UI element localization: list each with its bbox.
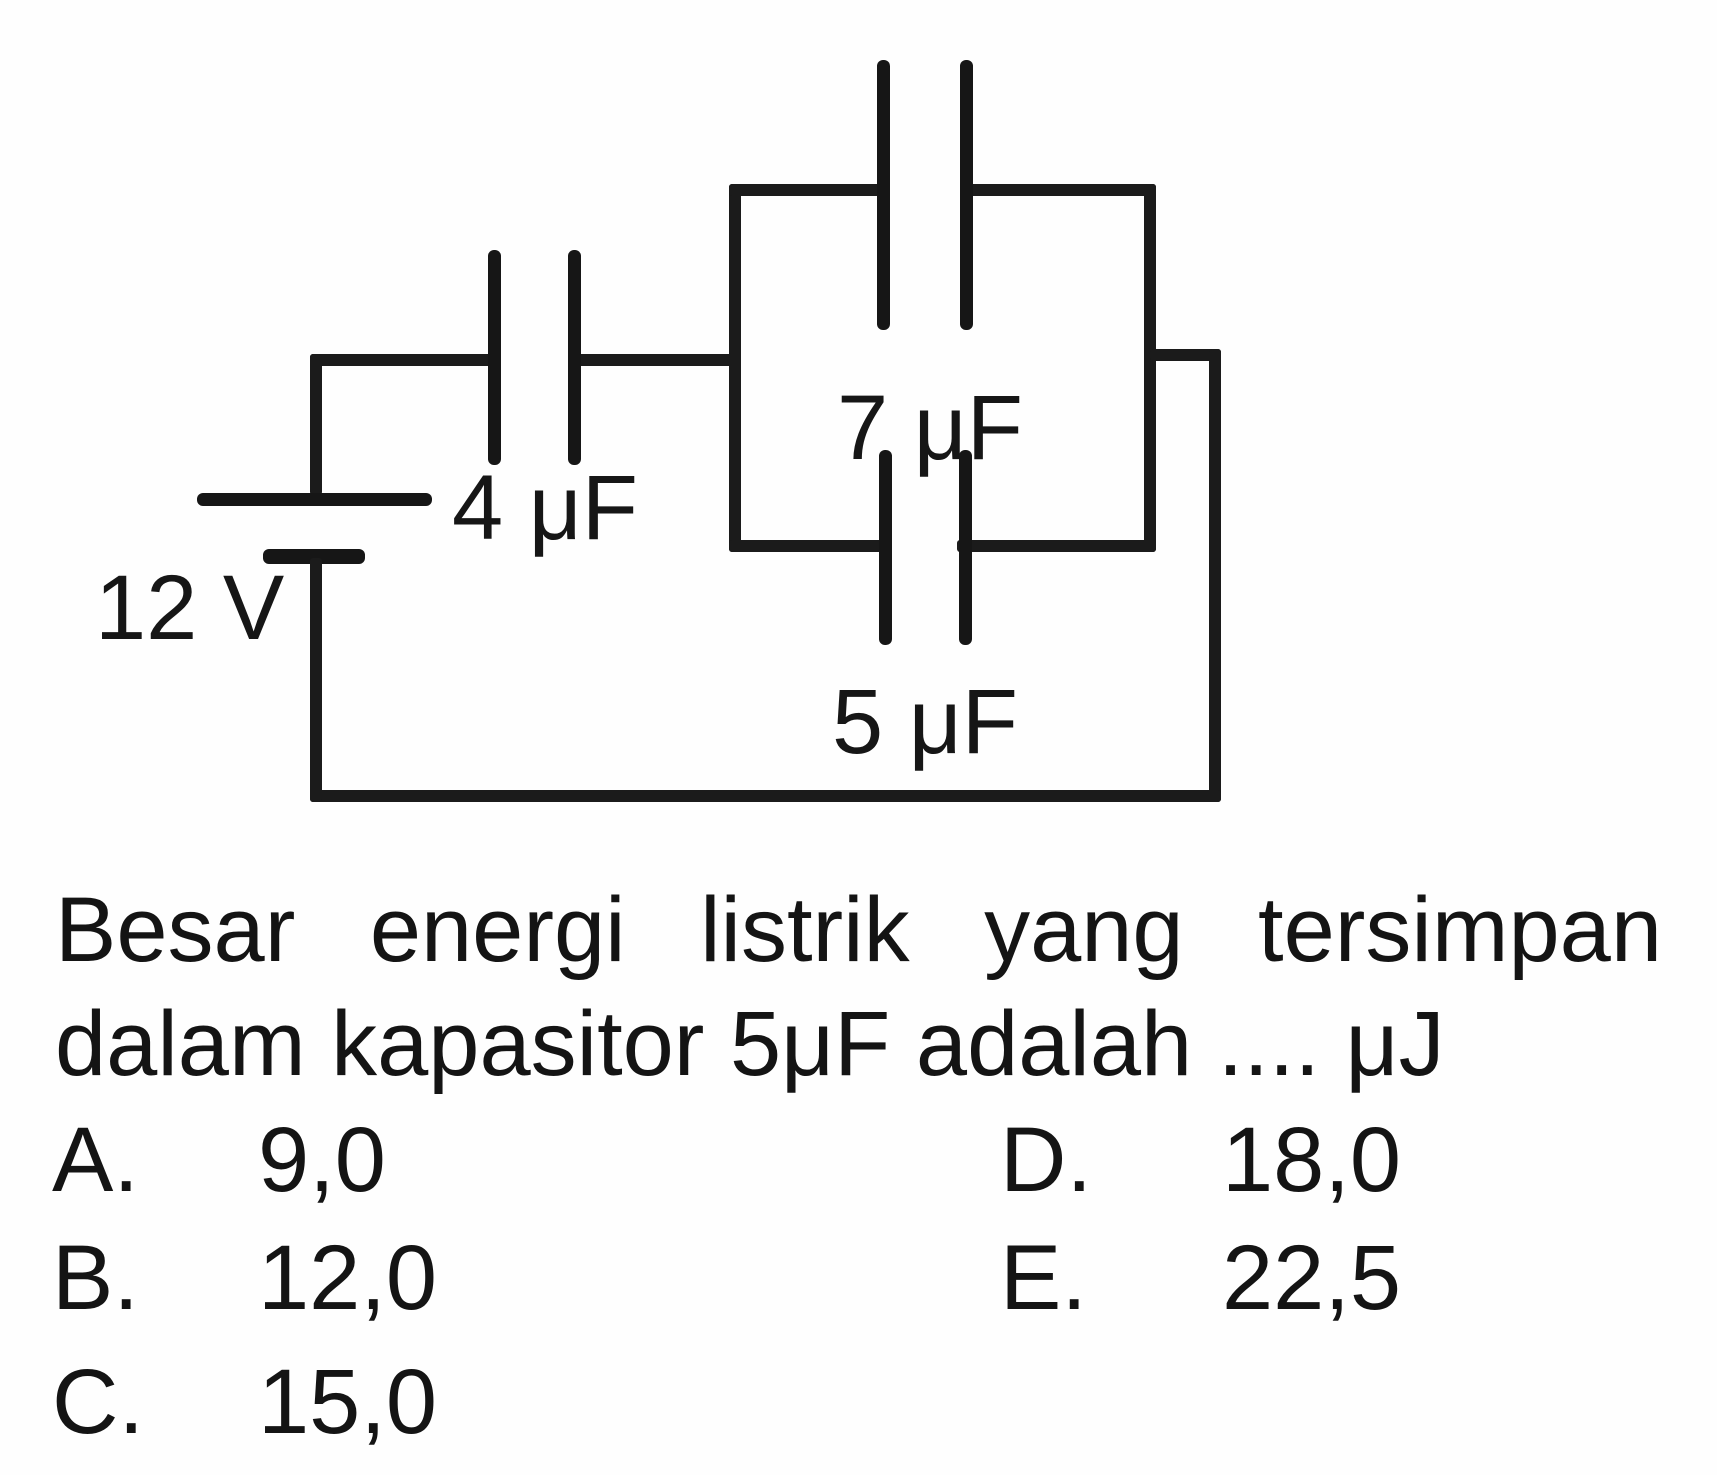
option-d-letter: D. xyxy=(1000,1109,1092,1211)
wire-parallel-right-edge xyxy=(1144,184,1156,552)
option-c-value: 15,0 xyxy=(258,1351,438,1453)
wire-outer-right xyxy=(1209,349,1221,802)
wire-parallel-top-left xyxy=(729,184,885,196)
wire-parallel-bottom-left xyxy=(729,540,887,552)
question-word: energi xyxy=(369,879,626,981)
capacitor-4uf-label: 4 μF xyxy=(452,457,638,559)
wire-parallel-left-edge xyxy=(729,184,741,552)
battery-positive-plate xyxy=(197,493,432,506)
option-b-letter: B. xyxy=(52,1227,139,1329)
question-line-1: Besar energi listrik yang tersimpan xyxy=(55,884,1662,976)
option-d-value: 18,0 xyxy=(1222,1109,1402,1211)
option-e-letter: E. xyxy=(1000,1227,1087,1329)
battery-negative-plate xyxy=(263,549,365,564)
question-word: Besar xyxy=(55,879,296,981)
capacitor-5uf-label: 5 μF xyxy=(832,671,1018,773)
capacitor-4uf-right-plate xyxy=(568,250,581,465)
wire-left-branch-top xyxy=(310,354,322,495)
option-e-value: 22,5 xyxy=(1222,1227,1402,1329)
capacitor-5uf-left-plate xyxy=(879,450,892,645)
wire-parallel-bottom-right xyxy=(957,540,1156,552)
question-line-2: dalam kapasitor 5μF adalah .... μJ xyxy=(55,993,1445,1095)
question-word: yang xyxy=(984,879,1184,981)
question-word: tersimpan xyxy=(1258,879,1662,981)
wire-bottom xyxy=(310,790,1221,802)
wire-middle-right xyxy=(574,354,741,366)
battery-voltage-label: 12 V xyxy=(95,557,285,659)
capacitor-7uf-label: 7 μF xyxy=(837,377,1023,479)
option-a-value: 9,0 xyxy=(258,1109,386,1211)
wire-parallel-top-right xyxy=(960,184,1156,196)
wire-left-branch-bottom xyxy=(310,558,322,802)
option-c-letter: C. xyxy=(52,1351,144,1453)
wire-middle-left xyxy=(310,354,500,366)
option-b-value: 12,0 xyxy=(258,1227,438,1329)
capacitor-7uf-right-plate xyxy=(960,60,973,330)
option-a-letter: A. xyxy=(52,1109,139,1211)
capacitor-5uf-right-plate xyxy=(959,450,972,645)
capacitor-4uf-left-plate xyxy=(488,250,501,465)
wire-right-jog xyxy=(1150,349,1221,361)
question-word: listrik xyxy=(700,879,910,981)
capacitor-7uf-left-plate xyxy=(877,60,890,330)
